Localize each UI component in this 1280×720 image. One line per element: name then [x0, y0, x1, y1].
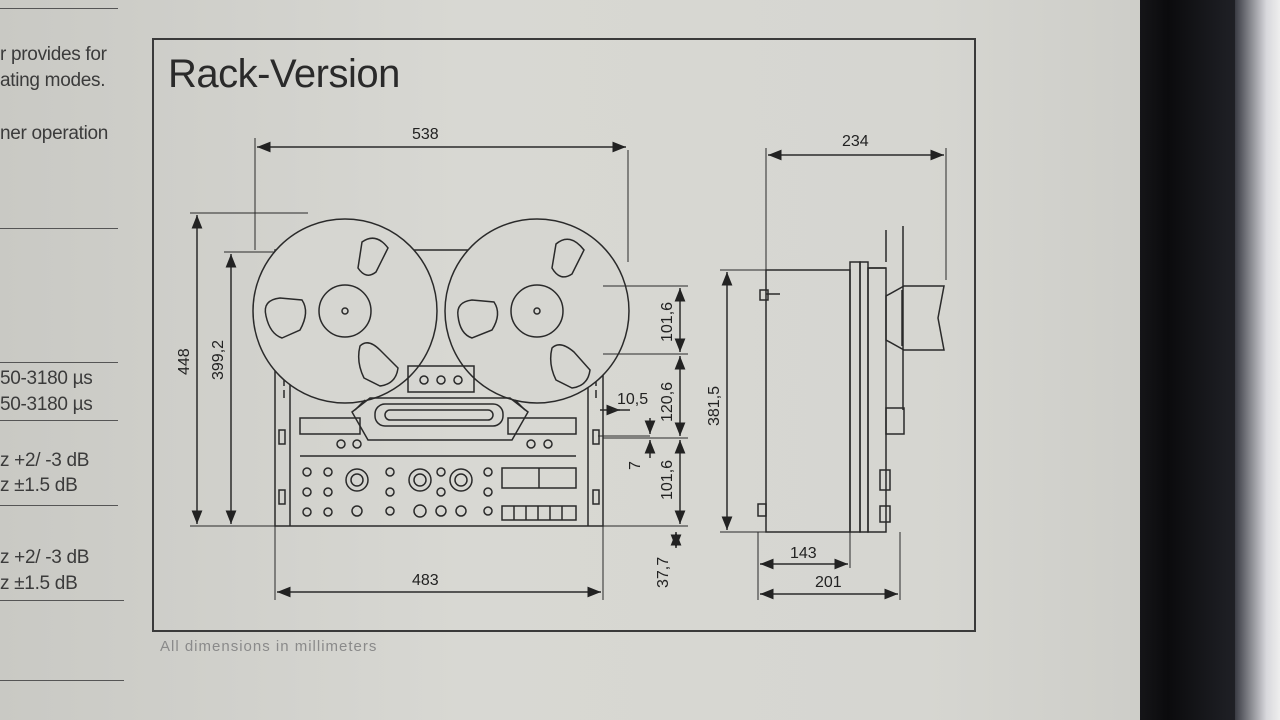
dim-small-gap: 7: [627, 461, 644, 470]
dim-side-height: 381,5: [706, 386, 723, 426]
side-text-2: ating modes.: [0, 70, 106, 91]
dim-seg-top: 101,6: [659, 302, 676, 342]
right-reel: [444, 218, 630, 404]
left-reel: [252, 218, 438, 404]
divider: [0, 362, 118, 363]
dim-height-inner: 399,2: [210, 340, 227, 380]
divider: [0, 420, 118, 421]
diagram-frame: [152, 38, 976, 632]
divider: [0, 228, 118, 229]
dim-top-width: 538: [412, 126, 439, 143]
side-text-8: z +2/ -3 dB: [0, 547, 90, 568]
side-text-1: r provides for: [0, 44, 107, 65]
side-text-7: z ±1.5 dB: [0, 475, 78, 496]
dim-seg-middle: 120,6: [659, 382, 676, 422]
dim-height-outer: 448: [176, 348, 193, 375]
dim-bottom-offset: 37,7: [655, 557, 672, 588]
side-text-4: 50-3180 µs: [0, 368, 93, 389]
divider: [0, 600, 124, 601]
side-text-3: ner operation: [0, 123, 109, 144]
technical-drawing: 538 483 448 399,2 101,6 120,6 101,6 10,5…: [176, 126, 947, 600]
dim-side-depth-inner: 143: [790, 545, 817, 562]
dim-side-depth-top: 234: [842, 133, 869, 150]
dim-side-depth-outer: 201: [815, 574, 842, 591]
divider: [0, 8, 118, 9]
diagram-caption: All dimensions in millimeters: [160, 638, 378, 655]
side-view: [757, 226, 945, 533]
side-text-5: 50-3180 µs: [0, 394, 93, 415]
side-text-9: z ±1.5 dB: [0, 573, 78, 594]
dim-small-offset: 10,5: [617, 391, 648, 408]
divider: [0, 505, 118, 506]
monitor-edge: [1235, 0, 1280, 720]
diagram-title: Rack-Version: [168, 52, 400, 96]
dim-seg-lower: 101,6: [659, 460, 676, 500]
side-text-6: z +2/ -3 dB: [0, 450, 90, 471]
dim-bottom-width: 483: [412, 572, 439, 589]
divider: [0, 680, 124, 681]
front-view: [252, 218, 630, 527]
